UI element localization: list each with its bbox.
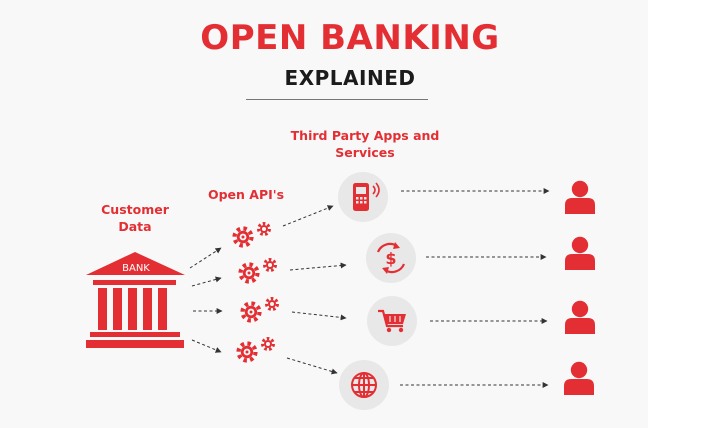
payment-service-circle (366, 233, 416, 283)
api-gear-icon (243, 297, 279, 321)
third-party-label: Third Party Apps and Services (290, 128, 440, 160)
service-to-user-arrows (400, 188, 550, 388)
api-gear-icon (235, 222, 271, 246)
globe-icon (351, 372, 377, 398)
user-icon (565, 180, 595, 214)
page-subtitle: EXPLAINED (284, 66, 416, 90)
api-gear-icon (241, 258, 277, 282)
user-icon (564, 361, 594, 395)
bank-to-api-arrows (189, 247, 223, 353)
bank-icon (86, 252, 185, 348)
shopping-cart-icon (378, 309, 406, 333)
open-apis-label: Open API's (207, 187, 285, 202)
bank-sign: BANK (122, 263, 150, 274)
api-gear-icon (239, 337, 275, 361)
mobile-phone-icon (353, 182, 380, 211)
svg-text:$: $ (385, 249, 396, 268)
user-icon (565, 236, 595, 270)
user-icon (565, 300, 595, 334)
dollar-exchange-icon: $ (376, 242, 406, 274)
page-title: OPEN BANKING (200, 18, 500, 58)
api-to-service-arrows (282, 205, 347, 375)
customer-data-label: Customer Data (101, 202, 169, 234)
title-divider (246, 99, 428, 100)
